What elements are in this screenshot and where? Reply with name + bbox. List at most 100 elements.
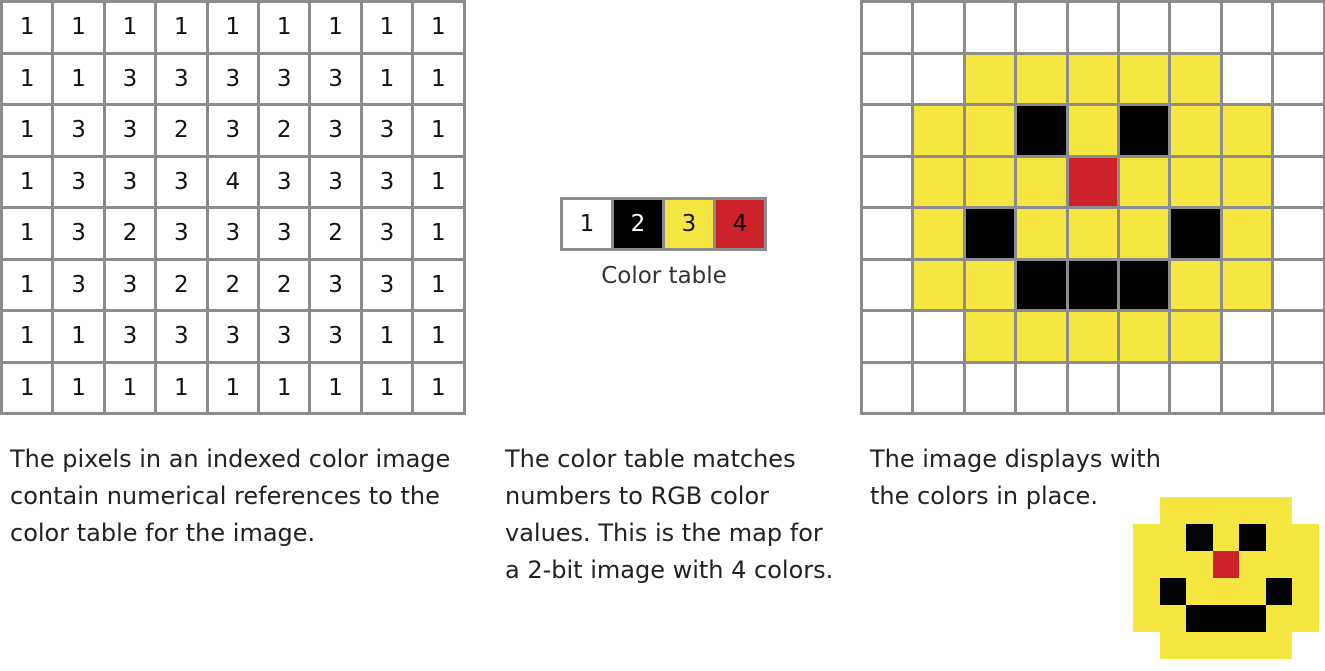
index-cell: 1 (157, 3, 206, 52)
smiley-face-image (1133, 497, 1319, 659)
pixel-cell (1119, 3, 1169, 52)
index-cell: 3 (208, 312, 257, 361)
index-cell: 1 (311, 363, 360, 412)
index-cell: 1 (362, 312, 412, 361)
smiley-pixel (1133, 497, 1160, 524)
index-cell: 3 (157, 54, 206, 103)
pixel-cell (1017, 54, 1066, 103)
index-cell: 1 (3, 363, 52, 412)
pixel-cell (1171, 157, 1220, 206)
index-cell: 3 (208, 54, 257, 103)
smiley-pixel (1292, 497, 1319, 524)
color-table-label: Color table (601, 263, 727, 289)
pixel-cell (965, 260, 1015, 309)
color-swatch-2: 2 (614, 200, 662, 248)
index-cell: 1 (3, 260, 52, 309)
smiley-pixel (1159, 524, 1186, 551)
pixel-cell (965, 3, 1015, 52)
index-cell: 1 (3, 209, 52, 258)
index-cell: 3 (105, 312, 155, 361)
colored-pixel-grid (860, 0, 1325, 415)
pixel-cell (1068, 157, 1117, 206)
pixel-cell (965, 209, 1015, 258)
index-cell: 1 (54, 54, 103, 103)
index-cell: 1 (54, 3, 103, 52)
pixel-cell (1068, 363, 1117, 412)
pixel-cell (1274, 363, 1323, 412)
smiley-pixel (1292, 632, 1319, 659)
index-cell: 1 (362, 3, 412, 52)
pixel-cell (1222, 209, 1272, 258)
pixel-cell (914, 3, 963, 52)
smiley-pixel (1239, 632, 1266, 659)
pixel-cell (863, 3, 912, 52)
index-cell: 1 (414, 157, 463, 206)
pixel-cell (1171, 54, 1220, 103)
index-cell: 1 (362, 363, 412, 412)
index-cell: 1 (3, 54, 52, 103)
caption-image-display: The image displays with the colors in pl… (870, 445, 1161, 510)
smiley-pixel (1212, 551, 1239, 578)
pixel-cell (914, 260, 963, 309)
index-cell: 1 (3, 312, 52, 361)
index-cell: 4 (208, 157, 257, 206)
index-cell: 3 (105, 106, 155, 155)
pixel-cell (863, 363, 912, 412)
pixel-cell (1171, 260, 1220, 309)
pixel-cell (1068, 54, 1117, 103)
index-cell: 1 (414, 363, 463, 412)
pixel-cell (1068, 3, 1117, 52)
index-cell: 3 (105, 54, 155, 103)
pixel-cell (1068, 260, 1117, 309)
pixel-cell (1068, 106, 1117, 155)
smiley-pixel (1133, 551, 1160, 578)
index-cell: 3 (311, 54, 360, 103)
color-swatch-1: 1 (563, 200, 611, 248)
smiley-pixel (1292, 524, 1319, 551)
index-cell: 3 (105, 260, 155, 309)
index-cell: 3 (208, 106, 257, 155)
pixel-cell (863, 209, 912, 258)
pixel-cell (863, 312, 912, 361)
index-cell: 2 (259, 106, 309, 155)
pixel-cell (1017, 106, 1066, 155)
index-cell: 1 (105, 363, 155, 412)
index-cell: 1 (311, 3, 360, 52)
index-cell: 3 (208, 209, 257, 258)
pixel-cell (914, 312, 963, 361)
index-cell: 3 (105, 157, 155, 206)
pixel-cell (1119, 106, 1169, 155)
index-cell: 3 (362, 106, 412, 155)
pixel-cell (1119, 54, 1169, 103)
pixel-cell (1274, 54, 1323, 103)
index-cell: 3 (259, 312, 309, 361)
index-cell: 2 (259, 260, 309, 309)
index-cell: 1 (3, 106, 52, 155)
index-cell: 3 (54, 260, 103, 309)
index-cell: 1 (414, 260, 463, 309)
pixel-cell (914, 54, 963, 103)
pixel-cell (1017, 3, 1066, 52)
index-cell: 3 (157, 312, 206, 361)
smiley-pixel (1212, 524, 1239, 551)
smiley-pixel (1159, 632, 1186, 659)
color-swatch-3: 3 (665, 200, 713, 248)
smiley-pixel (1186, 497, 1213, 524)
pixel-cell (1222, 312, 1272, 361)
pixel-cell (1222, 363, 1272, 412)
index-cell: 2 (157, 106, 206, 155)
smiley-pixel (1292, 578, 1319, 605)
index-cell: 3 (362, 157, 412, 206)
pixel-cell (1171, 106, 1220, 155)
smiley-pixel (1292, 605, 1319, 632)
pixel-cell (1171, 209, 1220, 258)
pixel-cell (1274, 209, 1323, 258)
smiley-pixel (1133, 578, 1160, 605)
pixel-cell (1119, 312, 1169, 361)
smiley-pixel (1265, 551, 1292, 578)
smiley-pixel (1265, 632, 1292, 659)
index-cell: 1 (157, 363, 206, 412)
index-cell: 3 (259, 157, 309, 206)
smiley-pixel (1186, 524, 1213, 551)
